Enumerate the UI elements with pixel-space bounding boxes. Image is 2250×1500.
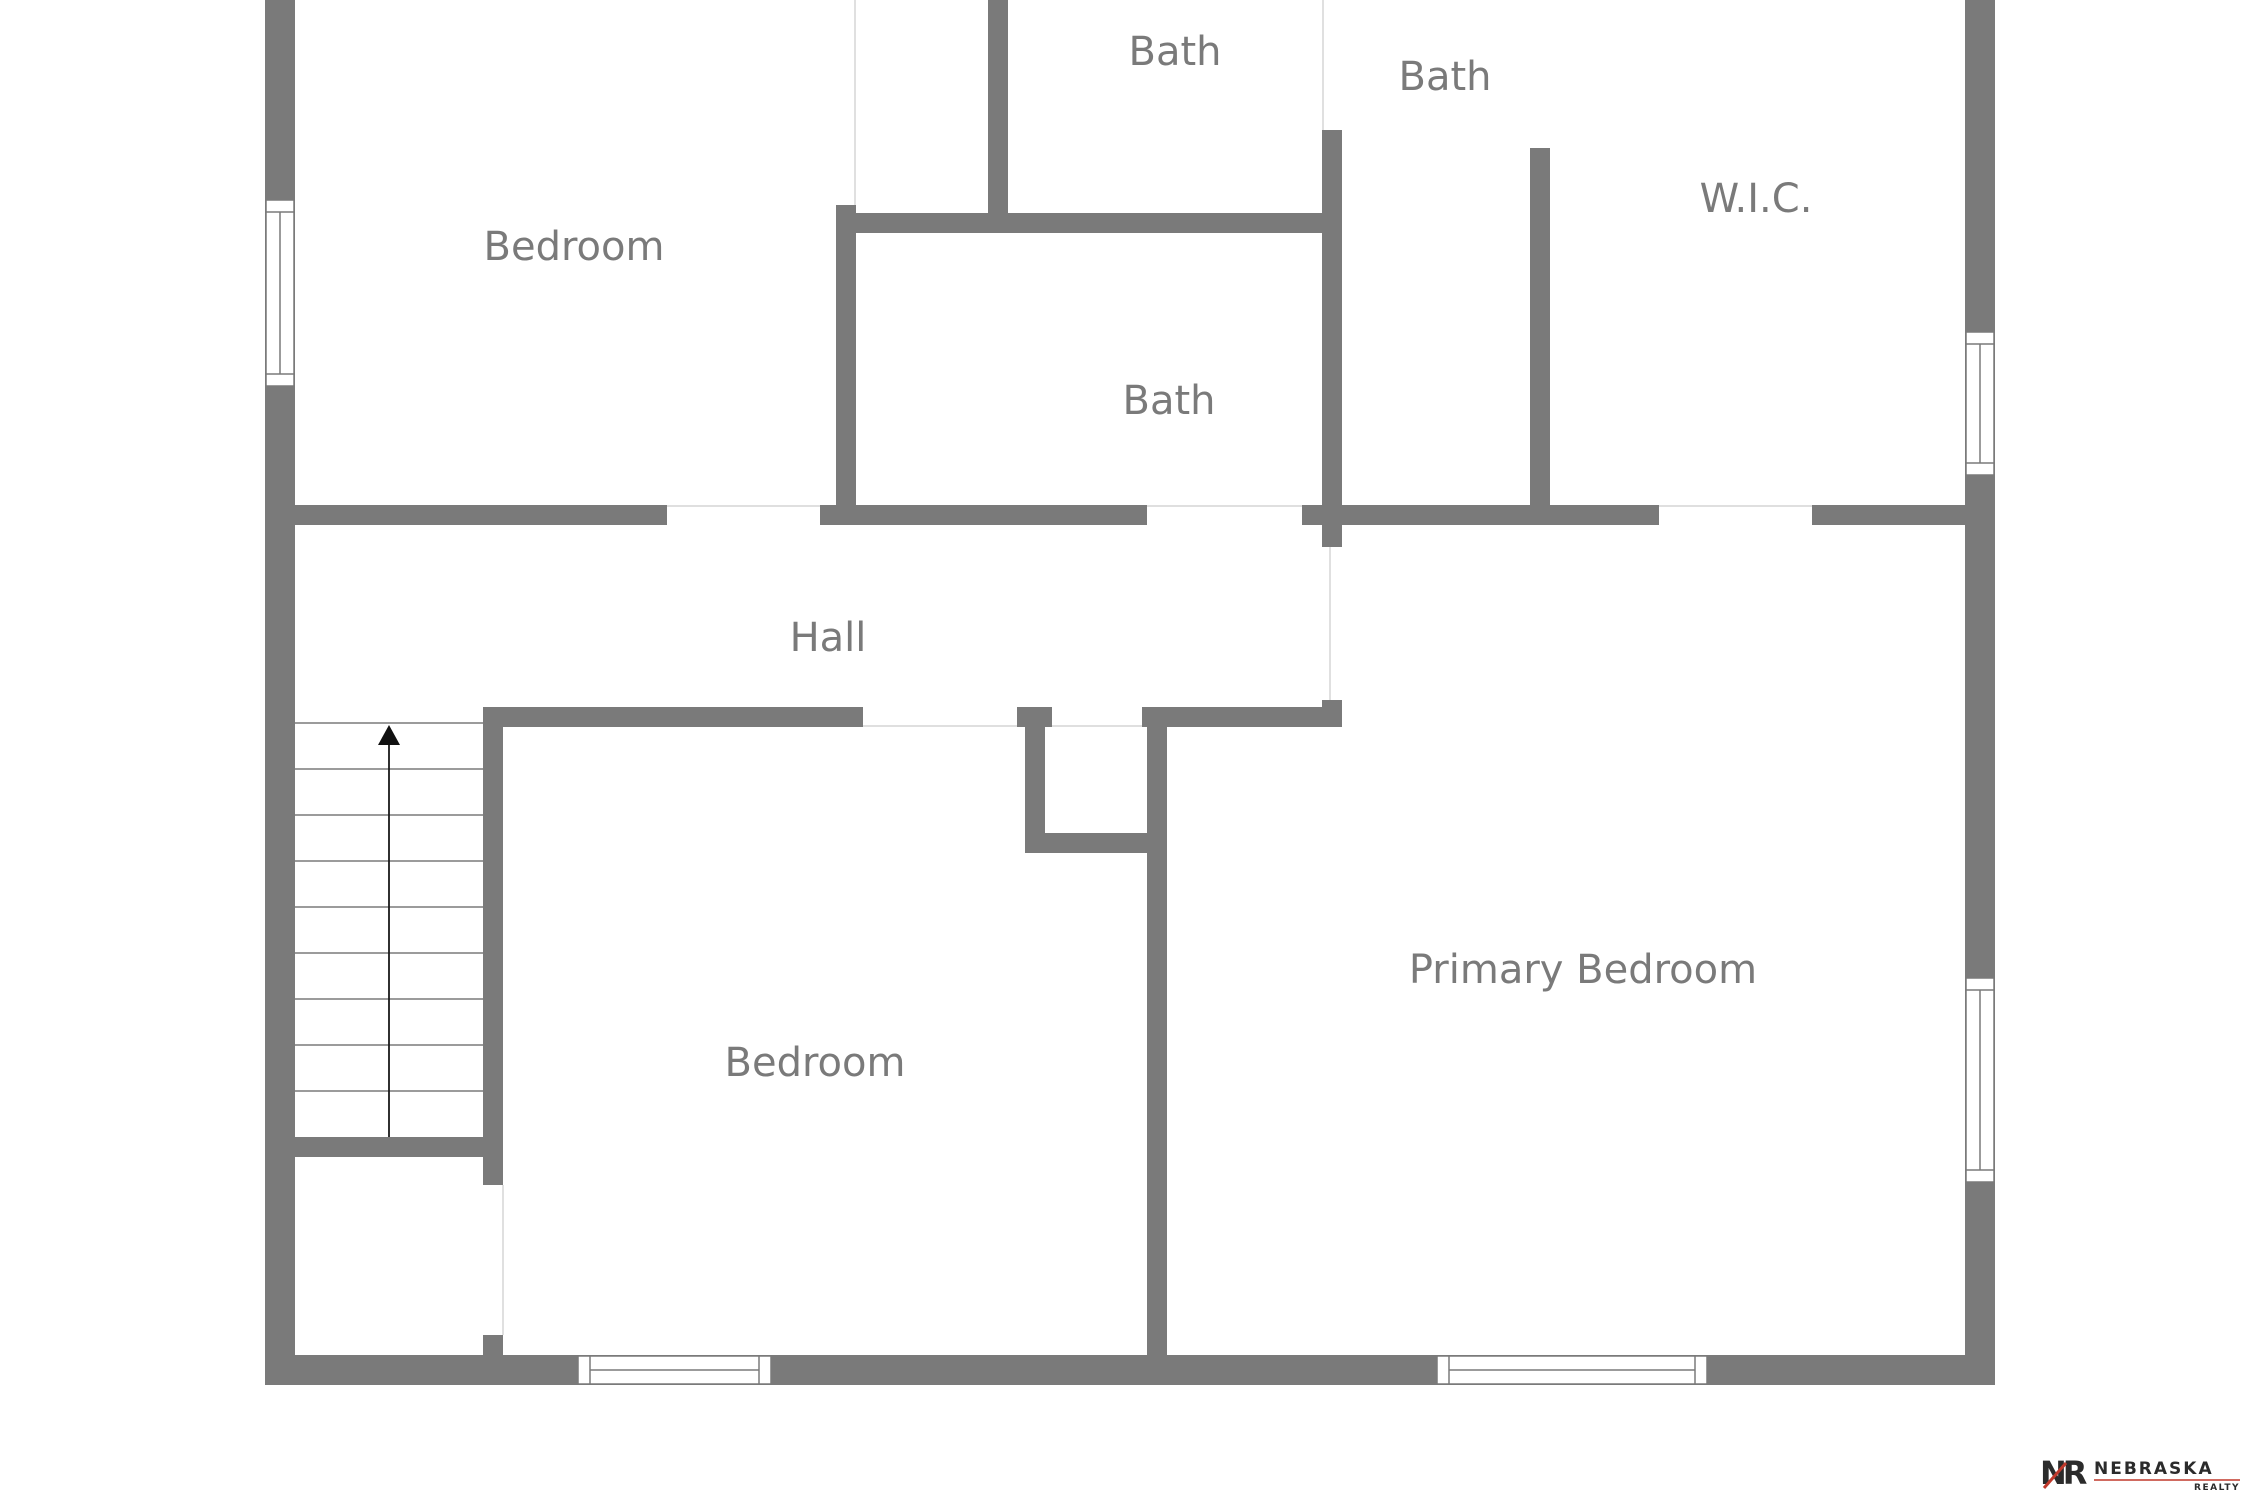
room-label-bedroom-top-left: Bedroom (484, 224, 665, 270)
interior-walls (295, 0, 1965, 1355)
logo-subname: REALTY (2194, 1483, 2240, 1493)
windows (265, 199, 1995, 1385)
room-label-bedroom-bottom: Bedroom (725, 1040, 906, 1086)
room-label-bath-middle: Bath (1123, 378, 1216, 424)
room-label-bath-top: Bath (1129, 29, 1222, 75)
room-label-primary-bedroom: Primary Bedroom (1409, 947, 1757, 993)
logo-mark: NR (2040, 1455, 2087, 1492)
window-bottom-right (1436, 1355, 1708, 1385)
logo-name: NEBRASKA (2094, 1459, 2214, 1479)
door-openings (502, 0, 1812, 1335)
room-label-hall: Hall (790, 615, 867, 661)
window-right-top (1965, 331, 1995, 476)
window-right-bottom (1965, 977, 1995, 1183)
nr-logo-icon: NR (2040, 1455, 2091, 1492)
room-label-bath-right: Bath (1399, 54, 1492, 100)
room-label-wic: W.I.C. (1700, 176, 1813, 222)
stair-up-arrow-icon (378, 725, 400, 745)
window-left-top (265, 199, 295, 387)
nebraska-realty-logo: NR NEBRASKA REALTY (2040, 1455, 2240, 1493)
room-labels: Bedroom Bath Bath W.I.C. Bath Hall Bedro… (484, 29, 1813, 1086)
window-bottom-left (577, 1355, 772, 1385)
staircase (295, 722, 483, 1137)
